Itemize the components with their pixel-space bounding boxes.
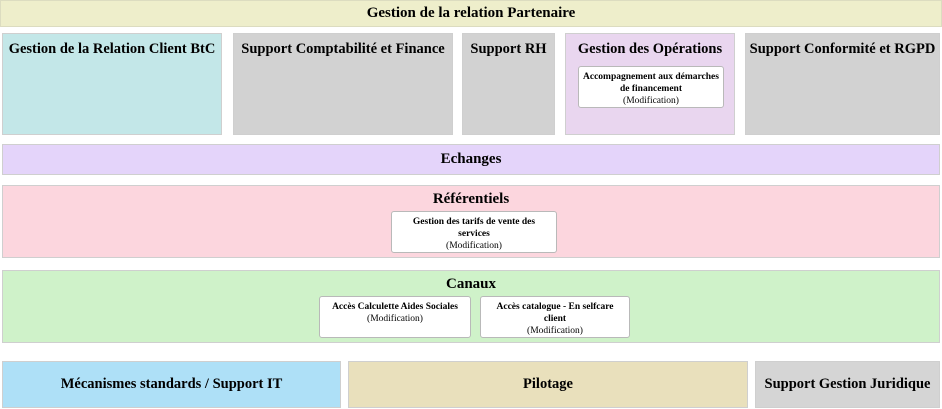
sub-capability-label: Accès Calculette Aides Sociales (332, 302, 458, 312)
capability-label: Support Gestion Juridique (764, 375, 931, 392)
sub-capability-card[interactable]: Accès Calculette Aides Sociales (Modific… (319, 296, 471, 338)
page-title-banner: Gestion de la relation Partenaire (0, 0, 942, 27)
capability-support-rh[interactable]: Support RH (462, 33, 555, 135)
band-label: Référentiels (432, 191, 510, 207)
capability-label: Gestion de la Relation Client BtC (8, 41, 216, 57)
capability-band-referentiels[interactable]: Référentiels Gestion des tarifs de vente… (2, 185, 940, 258)
sub-capability-card[interactable]: Gestion des tarifs de vente des services… (391, 211, 557, 253)
sub-capability-card[interactable]: Accompagnement aux démarches de financem… (578, 66, 724, 108)
capability-label: Mécanismes standards / Support IT (60, 375, 283, 392)
sub-capability-status: (Modification) (623, 96, 679, 107)
band-label: Echanges (440, 150, 502, 167)
capability-band-canaux[interactable]: Canaux Accès Calculette Aides Sociales (… (2, 270, 940, 343)
capability-gestion-des-operations[interactable]: Gestion des Opérations Accompagnement au… (565, 33, 735, 135)
capability-label: Support RH (470, 41, 547, 57)
sub-capability-card[interactable]: Accès catalogue - En selfcare client (Mo… (480, 296, 630, 338)
sub-capability-label: Accès catalogue - En selfcare client (496, 302, 614, 325)
band-label: Canaux (445, 276, 497, 292)
capability-label: Pilotage (523, 375, 573, 392)
sub-capability-status: (Modification) (367, 314, 423, 325)
page-title: Gestion de la relation Partenaire (366, 4, 576, 21)
capability-label: Support Comptabilité et Finance (241, 41, 445, 57)
capability-band-echanges[interactable]: Echanges (2, 144, 940, 175)
sub-capability-label: Gestion des tarifs de vente des services (412, 217, 536, 240)
capability-support-comptabilite-finance[interactable]: Support Comptabilité et Finance (233, 33, 453, 135)
capability-mecanismes-standards-support-it[interactable]: Mécanismes standards / Support IT (2, 361, 341, 408)
capability-label: Gestion des Opérations (577, 41, 723, 57)
capability-pilotage[interactable]: Pilotage (348, 361, 748, 408)
sub-capability-status: (Modification) (527, 326, 583, 337)
sub-capability-status: (Modification) (446, 241, 502, 252)
capability-support-conformite-rgpd[interactable]: Support Conformité et RGPD (745, 33, 940, 135)
capability-label: Support Conformité et RGPD (749, 41, 936, 57)
capability-gestion-relation-client-btc[interactable]: Gestion de la Relation Client BtC (2, 33, 222, 135)
sub-capability-label: Accompagnement aux démarches de financem… (583, 72, 719, 95)
capability-support-gestion-juridique[interactable]: Support Gestion Juridique (755, 361, 940, 408)
